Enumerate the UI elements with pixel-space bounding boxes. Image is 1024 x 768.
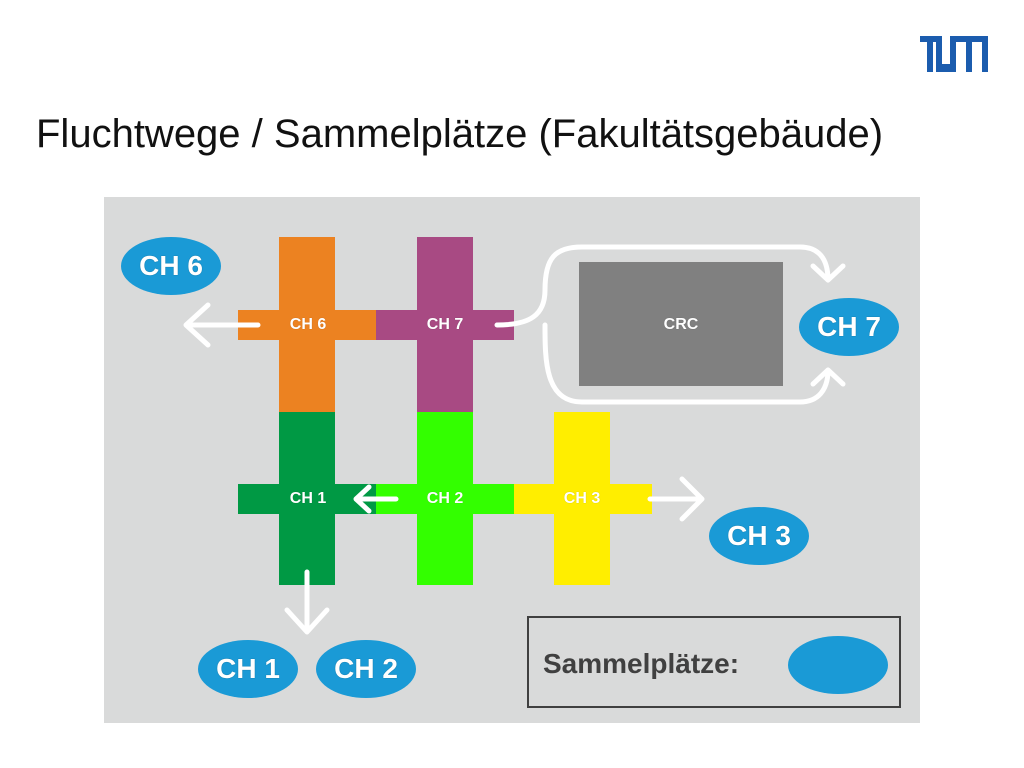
tum-logo [920,36,988,72]
building-ch6-label: CH 6 [289,316,327,333]
arrow-ch3-east [647,476,705,522]
building-crc-label: CRC [663,316,699,333]
arrow-ch6-west [183,302,261,348]
assembly-point-ch7: CH 7 [799,298,899,356]
site-plan-background [104,197,920,723]
building-ch6-horizontal [238,310,378,340]
building-ch7-horizontal [376,310,514,340]
building-ch3-label: CH 3 [563,490,601,507]
arrow-ch1-south [284,569,330,635]
arrow-ch2-west [353,484,399,514]
arrow-ch7-route [494,244,846,405]
assembly-point-ch6: CH 6 [121,237,221,295]
assembly-point-ch3: CH 3 [709,507,809,565]
building-ch7-label: CH 7 [426,316,464,333]
building-ch3-horizontal [514,484,652,514]
legend-label: Sammelplätze: [543,648,740,679]
legend-assembly-swatch [788,636,888,694]
legend-box: Sammelplätze: [527,616,901,708]
assembly-point-ch1: CH 1 [198,640,298,698]
building-ch2-horizontal [376,484,514,514]
building-crc [579,262,783,386]
building-ch2-label: CH 2 [426,490,464,507]
assembly-point-ch2: CH 2 [316,640,416,698]
building-ch1-label: CH 1 [289,490,327,507]
page-title: Fluchtwege / Sammelplätze (Fakultätsgebä… [36,112,884,156]
